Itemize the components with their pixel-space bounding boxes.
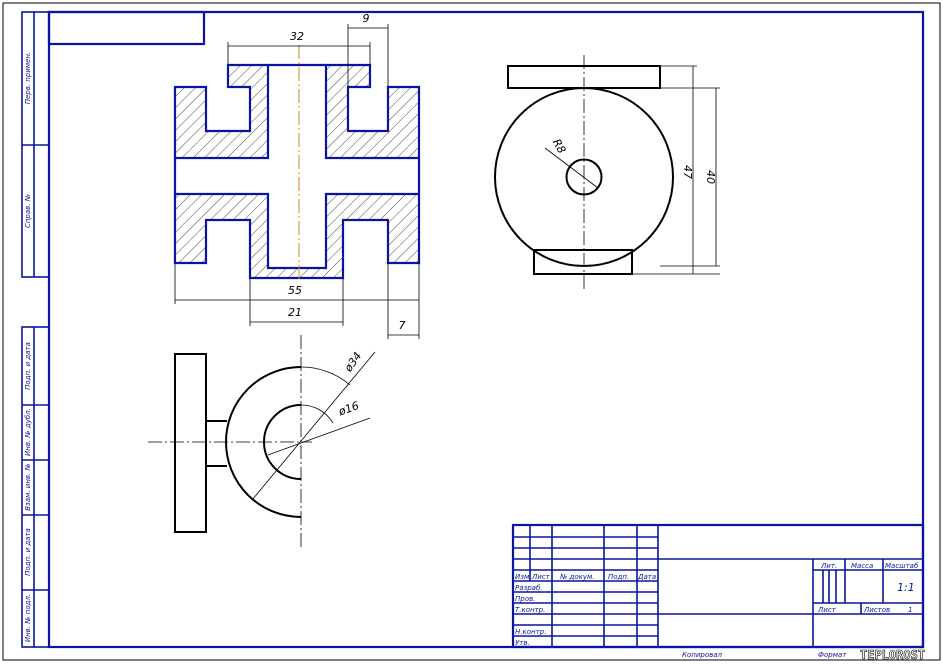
front-section-view: 32 9 55 21 7 bbox=[173, 12, 421, 339]
flange-plate bbox=[174, 353, 207, 533]
col-sign: Подп. bbox=[608, 573, 629, 581]
side-label: Инв. № подл. bbox=[24, 594, 32, 642]
dim-40: 40 bbox=[704, 170, 717, 184]
lit-label: Лит. bbox=[820, 562, 837, 570]
side-label: Подп. и дата bbox=[24, 528, 32, 576]
mass-label: Масса bbox=[851, 562, 873, 570]
dim-47: 47 bbox=[681, 165, 694, 179]
side-label: Перв. примен. bbox=[24, 52, 32, 105]
sheet-label: Лист bbox=[817, 606, 837, 614]
side-label: Подп. и дата bbox=[24, 342, 32, 390]
scale-label: Масштаб bbox=[885, 562, 919, 570]
dim-phi34: ø34 bbox=[341, 350, 364, 375]
bottom-view: ø34 ø16 bbox=[148, 335, 376, 547]
col-izm: Изм. bbox=[515, 573, 531, 581]
col-date: Дата bbox=[637, 573, 656, 581]
row-label: Т.контр. bbox=[515, 606, 545, 614]
dim-9: 9 bbox=[363, 12, 370, 25]
scale-value: 1:1 bbox=[897, 581, 915, 594]
left-strip: Перв. примен. Справ. № Подп. и дата Инв.… bbox=[21, 11, 50, 648]
watermark: TEPLOROST bbox=[860, 648, 925, 662]
copied-label: Копировал bbox=[682, 651, 723, 659]
section-upper-right bbox=[324, 63, 421, 160]
col-doc: № докум. bbox=[559, 573, 595, 581]
dim-r8: R8 bbox=[550, 137, 569, 156]
format-label: Формат bbox=[818, 651, 847, 659]
side-label: Справ. № bbox=[24, 194, 32, 228]
dim-phi16: ø16 bbox=[336, 399, 361, 419]
sheets-value: 1 bbox=[908, 606, 912, 614]
section-upper-left bbox=[173, 63, 270, 160]
title-block: Изм. Лист № докум. Подп. Дата Разраб. Пр… bbox=[511, 523, 925, 649]
dim-55: 55 bbox=[288, 284, 302, 297]
row-label: Н.контр. bbox=[515, 628, 546, 636]
top-left-box bbox=[47, 10, 206, 46]
row-label: Утв. bbox=[515, 639, 530, 647]
side-label: Взам. инв. № bbox=[24, 463, 32, 511]
side-view: R8 47 40 bbox=[494, 55, 720, 290]
row-label: Пров. bbox=[515, 595, 535, 603]
bottom-boss bbox=[533, 249, 633, 275]
dim-7: 7 bbox=[399, 319, 406, 332]
col-list: Лист bbox=[531, 573, 551, 581]
sheets-label: Листов bbox=[863, 606, 890, 614]
side-label: Инв. № дубл. bbox=[24, 408, 32, 456]
dim-21: 21 bbox=[288, 306, 302, 319]
section-lower bbox=[173, 192, 421, 280]
dim-32: 32 bbox=[290, 30, 304, 43]
row-label: Разраб. bbox=[515, 584, 543, 592]
